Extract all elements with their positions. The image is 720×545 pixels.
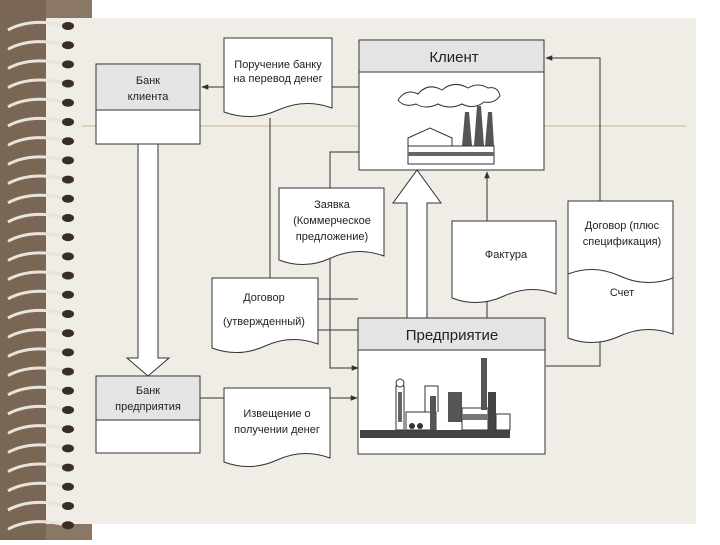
spiral-binding-ring-icon [7,174,74,185]
doc-invoice: Фактура [451,220,557,303]
doc-payment-order: Поручение банку на перевод денег [223,37,333,117]
spiral-binding-ring-icon [7,366,74,377]
doc-contract-spec: Договор (плюс спецификация) Счет [567,200,674,343]
enterprise-bank-line1: Банк [136,385,160,397]
spiral-binding-ring-icon [7,481,74,493]
invoice-label: Фактура [485,249,528,261]
binding-strip-shadow [0,0,46,540]
spiral-binding-ring-icon [7,462,74,473]
payment-order-line2: на перевод денег [233,73,322,85]
payment-notice-line1: Извещение о [243,408,310,420]
spiral-binding-ring-icon [7,193,74,205]
arrow-request-to-enterprise [329,256,359,371]
spiral-binding-ring-icon [7,232,74,243]
spiral-binding-ring-icon [7,385,74,397]
factory-with-smoke-icon [397,84,501,165]
line-client-to-request [329,151,359,188]
spiral-binding-ring-icon [7,404,74,416]
enterprise-bank-line2: предприятия [115,401,181,413]
line-enterprise-to-spec [546,334,601,367]
request-line2: (Коммерческое [293,215,371,227]
spiral-binding-ring-icon [7,443,74,454]
doc-request: Заявка (Коммерческое предложение) [278,187,385,265]
industrial-plant-icon [360,358,511,438]
spiral-binding-ring-icon [7,347,74,358]
spiral-binding [7,20,74,531]
contract-spec-line2: спецификация) [583,236,661,248]
request-line3: предложение) [296,231,368,243]
spiral-binding-ring-icon [7,116,74,128]
spiral-binding-ring-icon [7,78,74,89]
spiral-binding-ring-icon [7,270,74,281]
request-line1: Заявка [314,199,351,211]
spiral-binding-ring-icon [7,40,74,51]
doc-payment-notice: Извещение о получении денег [223,387,331,467]
spiral-binding-ring-icon [7,328,74,339]
client-title: Клиент [429,49,478,66]
contract-line1: Договор [243,292,285,304]
spiral-binding-ring-icon [7,289,74,301]
contract-spec-line1: Договор (плюс [585,220,660,232]
arrow-spec-to-client [545,55,601,201]
spiral-binding-ring-icon [7,520,74,531]
doc-contract: Договор (утвержденный) [211,277,319,353]
enterprise-title: Предприятие [406,327,498,344]
spiral-binding-ring-icon [7,20,74,32]
enterprise-bank-box: Банк предприятия [95,375,201,454]
contract-line2: (утвержденный) [223,316,305,328]
spiral-binding-ring-icon [7,500,74,512]
bill-label: Счет [610,287,634,299]
client-bank-line1: Банк [136,75,160,87]
spiral-binding-ring-icon [7,59,74,70]
client-bank-box: Банк клиента [95,63,201,145]
spiral-binding-ring-icon [7,424,74,435]
payment-notice-line2: получении денег [234,424,320,436]
spiral-binding-ring-icon [7,136,74,147]
client-box: Клиент [358,39,545,171]
spiral-binding-ring-icon [7,212,74,224]
delivery-arrow [392,169,442,319]
spiral-binding-ring-icon [7,155,74,166]
payment-order-line1: Поручение банку [234,59,322,71]
client-bank-line2: клиента [128,91,170,103]
enterprise-box: Предприятие [357,317,546,455]
spiral-binding-ring-icon [7,97,74,109]
spiral-binding-ring-icon [7,308,74,320]
bank-transfer-arrow [125,142,171,377]
enterprise-header [357,317,546,351]
spiral-binding-ring-icon [7,251,74,262]
client-header [358,39,545,73]
